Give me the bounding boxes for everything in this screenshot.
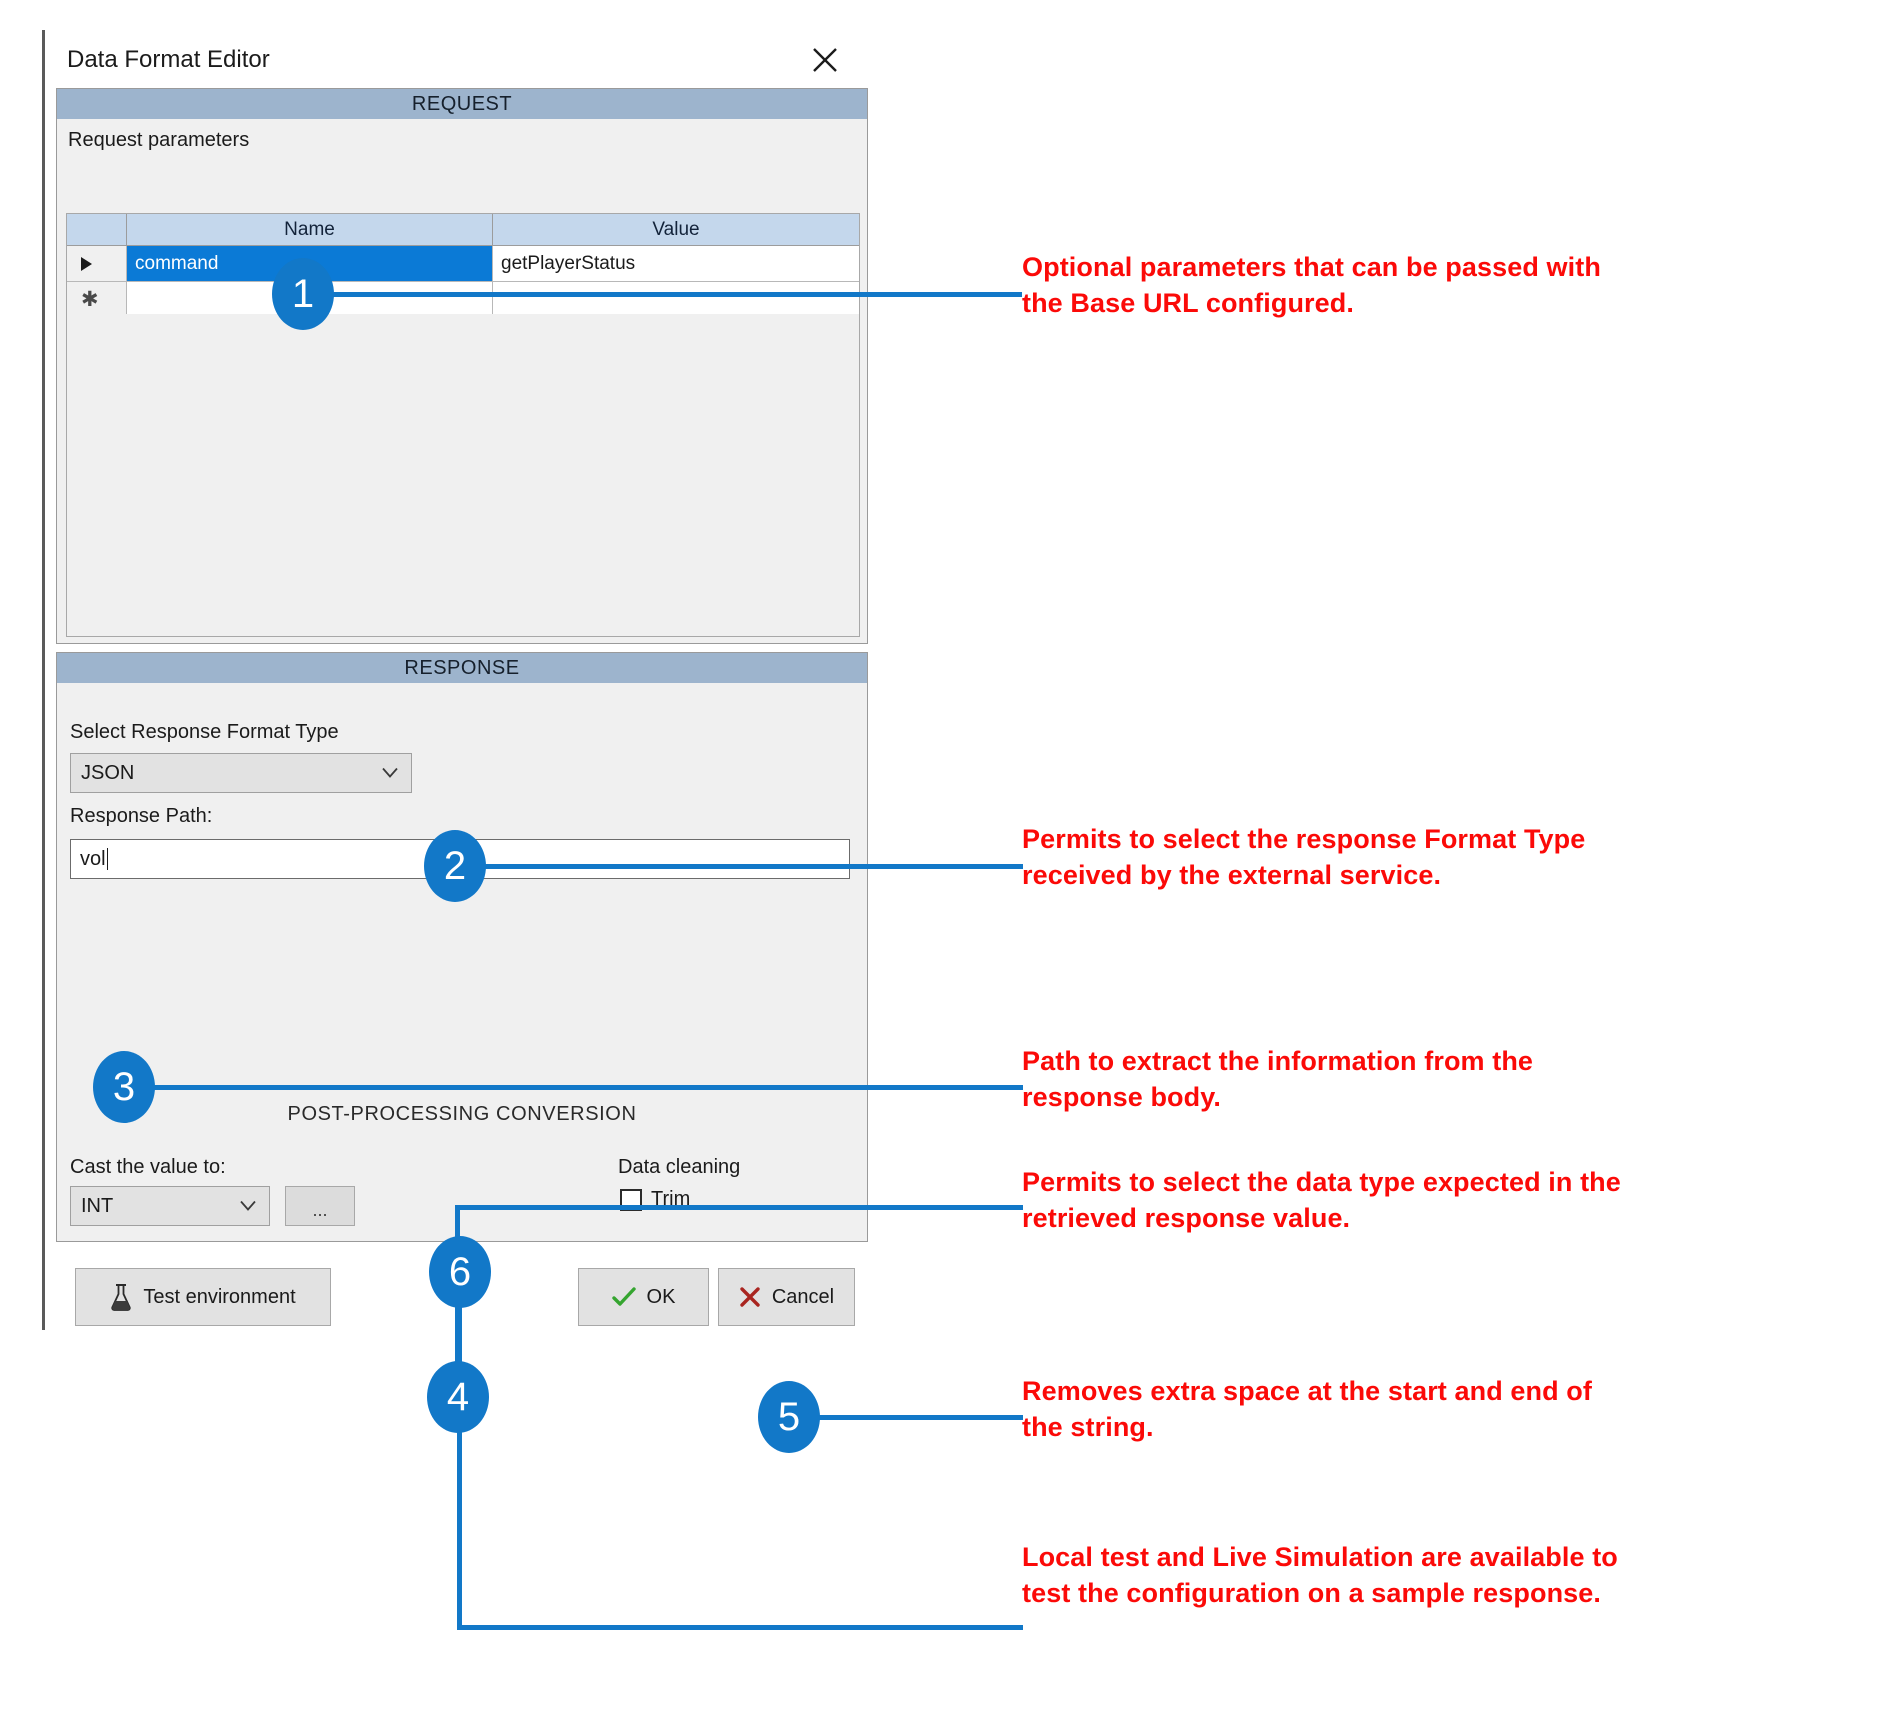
table-row[interactable]: command getPlayerStatus [67,246,859,282]
callout-leader-5 [805,1415,1023,1420]
request-parameters-label: Request parameters [68,129,250,151]
data-format-editor-window: Data Format Editor REQUEST Request param… [42,30,1055,1330]
callout-leader-1 [300,292,1022,297]
test-environment-button[interactable]: Test environment [75,1268,331,1326]
callout-badge-2: 2 [424,830,486,902]
callout-note-3: Path to extract the information from the… [1022,1046,1534,1112]
close-x-icon [739,1286,761,1308]
response-format-label: Select Response Format Type [70,721,339,743]
grid-header-name[interactable]: Name [127,214,493,246]
request-parameters-grid[interactable]: Name Value command getPlayerStatus ✱ [66,213,860,637]
callout-note-2: Permits to select the response Format Ty… [1022,824,1586,890]
grid-header-rowselector [67,214,127,246]
check-icon [611,1287,636,1307]
response-path-value: vol [80,847,106,870]
grid-header-row: Name Value [67,214,859,246]
current-row-triangle-icon [67,246,127,282]
cast-type-select[interactable]: INT [70,1186,270,1226]
callout-note-5: Removes extra space at the start and end… [1022,1376,1592,1442]
callout-badge-5: 5 [758,1381,820,1453]
callout-note-1: Optional parameters that can be passed w… [1022,252,1601,318]
cast-options-button[interactable]: ... [285,1186,355,1226]
callout-leader-3 [148,1085,1023,1090]
callout-badge-4: 4 [427,1361,489,1433]
window-title: Data Format Editor [67,46,270,73]
callout-badge-1: 1 [272,258,334,330]
response-section-header: RESPONSE [57,653,867,683]
grid-header-value[interactable]: Value [493,214,859,246]
chevron-down-icon [239,1195,257,1218]
param-value-cell[interactable] [493,282,859,318]
cast-type-value: INT [81,1194,114,1217]
test-environment-label: Test environment [143,1285,296,1308]
ok-button[interactable]: OK [578,1268,709,1326]
callout-badge-6: 6 [429,1236,491,1308]
table-row[interactable]: ✱ [67,282,859,318]
new-row-asterisk-icon: ✱ [67,282,127,318]
data-cleaning-label: Data cleaning [618,1156,741,1178]
callout-leader-4-horizontal [455,1205,1023,1210]
trim-label: Trim [651,1188,691,1210]
cast-value-label: Cast the value to: [70,1156,226,1178]
chevron-down-icon [381,762,399,785]
text-caret [106,848,108,870]
callout-badge-3: 3 [93,1051,155,1123]
callout-note-4: Permits to select the data type expected… [1022,1167,1621,1233]
grid-empty-area [67,314,859,636]
cancel-label: Cancel [771,1285,835,1308]
request-section-header: REQUEST [57,89,867,119]
param-value-cell[interactable]: getPlayerStatus [493,246,859,282]
request-panel: REQUEST Request parameters Name Value co… [56,88,868,644]
callout-leader-6-horizontal [457,1625,1023,1630]
response-format-value: JSON [81,761,135,784]
callout-leader-6-vertical [457,1300,462,1630]
close-icon[interactable] [800,38,850,82]
callout-leader-2 [478,864,1023,869]
response-path-label: Response Path: [70,805,213,827]
flask-icon [110,1283,132,1311]
response-panel: RESPONSE Select Response Format Type JSO… [56,652,868,1242]
ok-label: OK [646,1285,676,1308]
callout-note-6: Local test and Live Simulation are avail… [1022,1542,1618,1608]
cancel-button[interactable]: Cancel [718,1268,855,1326]
window-titlebar: Data Format Editor [45,30,1055,88]
response-format-select[interactable]: JSON [70,753,412,793]
postprocessing-section-title: POST-PROCESSING CONVERSION [287,1103,637,1125]
